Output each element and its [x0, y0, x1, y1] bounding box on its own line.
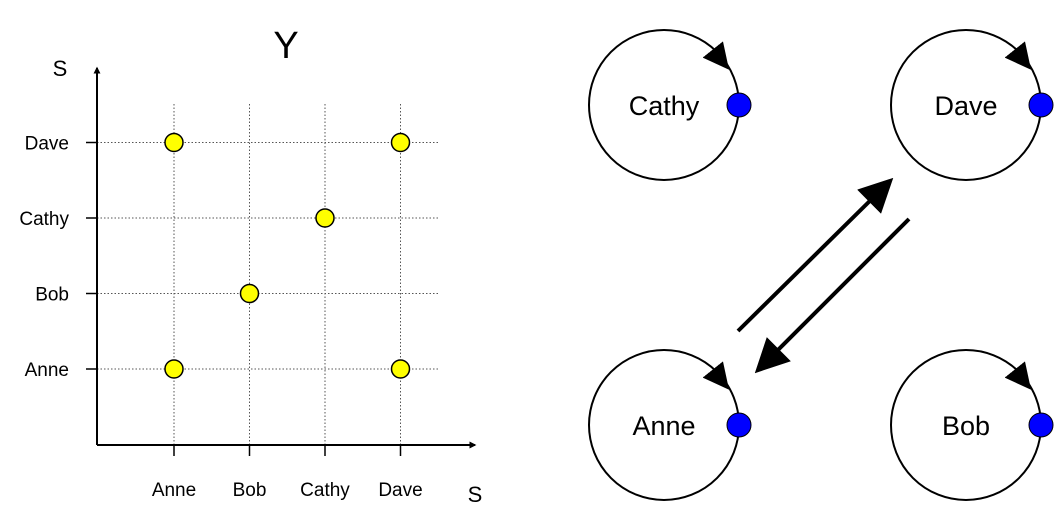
x-tick-label-anne: Anne — [152, 480, 196, 501]
x-axis-ticks: Anne Bob Cathy Dave — [152, 445, 423, 501]
y-axis-label: S — [53, 56, 68, 81]
data-points — [164, 132, 411, 379]
node-label-bob: Bob — [942, 411, 990, 441]
x-tick-label-dave: Dave — [378, 480, 422, 501]
point-dave-anne — [390, 359, 411, 379]
node-bob: Bob — [890, 349, 1054, 501]
self-loop-dot-cathy — [726, 92, 752, 118]
edge-dave-to-anne — [754, 217, 911, 374]
point-cathy-cathy — [315, 208, 335, 228]
grid — [97, 104, 440, 445]
node-label-cathy: Cathy — [629, 91, 700, 121]
x-tick-label-bob: Bob — [233, 480, 267, 501]
self-loop-dot-anne — [726, 412, 752, 438]
y-tick-label-anne: Anne — [25, 360, 69, 381]
point-anne-dave — [164, 132, 184, 153]
y-tick-label-bob: Bob — [35, 285, 69, 306]
self-loop-dot-bob — [1028, 412, 1054, 438]
point-dave-dave — [390, 132, 411, 153]
node-anne: Anne — [588, 349, 752, 501]
x-tick-label-cathy: Cathy — [300, 480, 350, 501]
node-label-dave: Dave — [934, 91, 997, 121]
self-loop-dot-dave — [1028, 92, 1054, 118]
y-tick-label-dave: Dave — [25, 134, 69, 155]
node-label-anne: Anne — [632, 411, 695, 441]
edge-anne-to-dave — [736, 177, 894, 333]
node-dave: Dave — [890, 29, 1054, 181]
point-anne-anne — [164, 359, 184, 379]
chart-title: Y — [273, 25, 298, 67]
node-cathy: Cathy — [588, 29, 752, 181]
point-bob-bob — [239, 283, 260, 304]
y-tick-label-cathy: Cathy — [19, 209, 69, 230]
y-axis-ticks: Anne Bob Cathy Dave — [19, 134, 97, 381]
x-axis-label: S — [468, 482, 483, 507]
graph-edges — [736, 177, 911, 374]
